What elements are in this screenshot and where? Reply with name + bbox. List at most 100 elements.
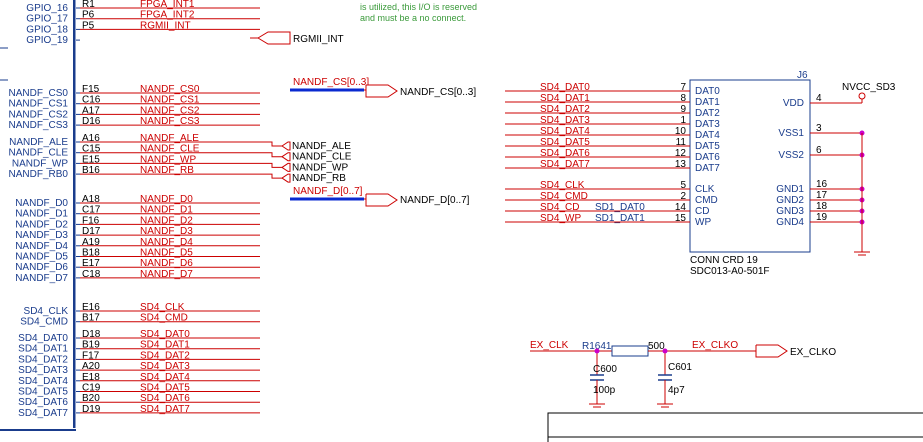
bus-nandf-cs[interactable]: NANDF_CS[0..3] NANDF_CS[0..3]	[290, 77, 476, 98]
net-alias: SD1_DAT1	[595, 213, 645, 224]
j6-pin-name: GND2	[776, 195, 804, 206]
resistor-r1641[interactable]	[611, 345, 649, 357]
ic-pin-name: NANDF_CLE	[9, 148, 69, 159]
junction-dot	[594, 348, 600, 354]
net-label: SD4_DAT0	[140, 329, 190, 340]
ic-pin-number: C16	[82, 95, 101, 106]
j6-pin-number: 13	[675, 159, 687, 170]
offpage-rgmii-int[interactable]: RGMII_INT	[257, 31, 344, 45]
ex-clk-circuit: EX_CLK R1641 500 EX_CLKO EX_CLKO C600 10…	[530, 340, 836, 408]
net-label: NANDF_D3	[140, 226, 193, 237]
ic-pin-number: P5	[82, 20, 95, 31]
ic-pin-sd4-cmd[interactable]: SD4_CMD B17 SD4_CMD	[20, 313, 260, 328]
ic-pin-name: GPIO_16	[26, 3, 68, 14]
j6-pin-name: VSS1	[778, 128, 804, 139]
offpage-nandf-ale[interactable]: NANDF_ALE	[260, 141, 351, 152]
ic-pin-number: E15	[82, 154, 100, 165]
ic-pin-name: NANDF_D0	[15, 198, 68, 209]
offpage-nandf-wp[interactable]: NANDF_WP	[260, 162, 348, 173]
power-nvcc-sd3[interactable]: NVCC_SD3	[810, 82, 896, 104]
offpage-nandf-cle[interactable]: NANDF_CLE	[260, 152, 352, 163]
offpage-nandf-rb[interactable]: NANDF_RB	[260, 173, 346, 184]
j6-pin-name: DAT4	[695, 130, 720, 141]
ic-body-edge	[73, 0, 76, 428]
ic-pin-name: NANDF_D3	[15, 230, 68, 241]
net-label: NANDF_CS2	[140, 105, 200, 116]
offpage-ex-clko[interactable]	[755, 344, 788, 358]
offpage-label: NANDF_CLE	[292, 152, 352, 163]
ic-pin-name: SD4_DAT0	[18, 333, 68, 344]
ic-pin-name: SD4_CMD	[20, 317, 68, 328]
net-label: FPGA_INT2	[140, 10, 195, 21]
net-label: NANDF_D6	[140, 258, 193, 269]
j6-pin-name: VDD	[783, 98, 804, 109]
ic-pin-number: B16	[82, 165, 100, 176]
bus-nandf-d[interactable]: NANDF_D[0..7] NANDF_D[0..7]	[290, 186, 470, 207]
j6-pin-number: 8	[680, 93, 686, 104]
j6-pin-name: DAT2	[695, 108, 720, 119]
c600-refdes: C600	[593, 364, 617, 375]
ic-pin-name: NANDF_D6	[15, 262, 68, 273]
note-line-2: and must be a no connect.	[360, 13, 466, 23]
net-label: SD4_CMD	[140, 313, 188, 324]
ic-pin-name: NANDF_D2	[15, 219, 68, 230]
ic-pin-gpio-19[interactable]: GPIO_19	[26, 35, 80, 46]
net-label: NANDF_D5	[140, 248, 193, 259]
j6-pin-name: DAT1	[695, 97, 720, 108]
ic-pin-name: GPIO_19	[26, 35, 68, 46]
j6-pin-number: 14	[675, 202, 687, 213]
net-label: NANDF_D7	[140, 269, 193, 280]
net-label: SD4_CLK	[140, 302, 185, 313]
ic-pin-number: B17	[82, 313, 100, 324]
c600-value: 100p	[593, 385, 616, 396]
